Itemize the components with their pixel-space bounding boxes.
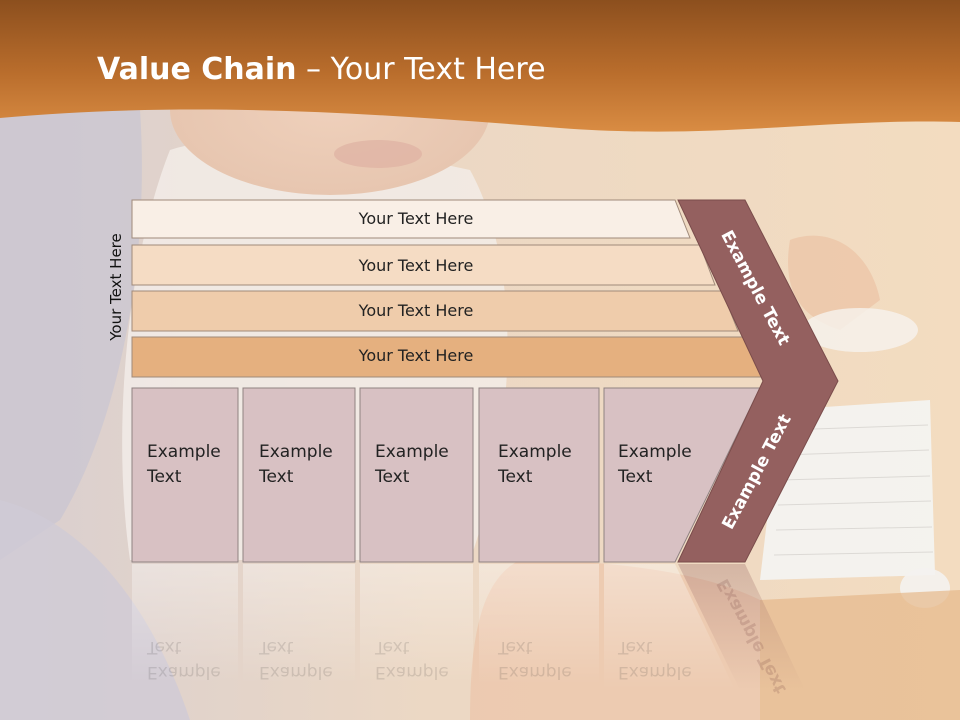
box-5[interactable]: [603, 387, 761, 563]
box-2-label: Example Text: [259, 440, 333, 490]
box-4[interactable]: [478, 387, 600, 563]
box-4-reflection-line2: Text: [498, 637, 533, 657]
box-4-reflection: Example Text: [498, 634, 572, 684]
bar-2-label: Your Text Here: [358, 256, 474, 275]
title-bold-part: Value Chain: [97, 52, 297, 87]
bar-1[interactable]: [131, 199, 691, 239]
box-4-label: Example Text: [498, 440, 572, 490]
box-1-reflection: Example Text: [147, 634, 221, 684]
bar-2[interactable]: [131, 244, 716, 286]
box-3[interactable]: [359, 387, 474, 563]
box-2[interactable]: [242, 387, 356, 563]
box-5-reflection-line1: Example: [618, 662, 692, 682]
bar-4-label: Your Text Here: [358, 346, 474, 365]
box-2-reflection-line1: Example: [259, 662, 333, 682]
box-3-line1: Example: [375, 442, 449, 462]
box-3-reflection-line2: Text: [375, 637, 410, 657]
box-1-line1: Example: [147, 442, 221, 462]
box-2-reflection: Example Text: [259, 634, 333, 684]
chevron-shape[interactable]: [677, 199, 839, 563]
box-3-label: Example Text: [375, 440, 449, 490]
box-5-reflection: Example Text: [618, 634, 692, 684]
box-1[interactable]: [131, 387, 239, 563]
box-5-label: Example Text: [618, 440, 692, 490]
bar-3[interactable]: [131, 290, 739, 332]
box-5-reflection-line2: Text: [618, 637, 653, 657]
box-2-line1: Example: [259, 442, 333, 462]
box-5-line2: Text: [618, 467, 653, 487]
box-1-reflection-line2: Text: [147, 637, 182, 657]
box-3-line2: Text: [375, 467, 410, 487]
bar-3-label: Your Text Here: [358, 301, 474, 320]
box-4-reflection-line1: Example: [498, 662, 572, 682]
box-1-reflection-line1: Example: [147, 662, 221, 682]
box-2-line2: Text: [259, 467, 294, 487]
box-4-line2: Text: [498, 467, 533, 487]
box-2-reflection-line2: Text: [259, 637, 294, 657]
title-rest-part: – Your Text Here: [296, 52, 546, 87]
box-1-line2: Text: [147, 467, 182, 487]
box-1-label: Example Text: [147, 440, 221, 490]
slide-title: Value Chain – Your Text Here: [97, 52, 546, 87]
box-5-line1: Example: [618, 442, 692, 462]
box-3-reflection-line1: Example: [375, 662, 449, 682]
bar-1-label: Your Text Here: [358, 209, 474, 228]
box-3-reflection: Example Text: [375, 634, 449, 684]
box-4-line1: Example: [498, 442, 572, 462]
